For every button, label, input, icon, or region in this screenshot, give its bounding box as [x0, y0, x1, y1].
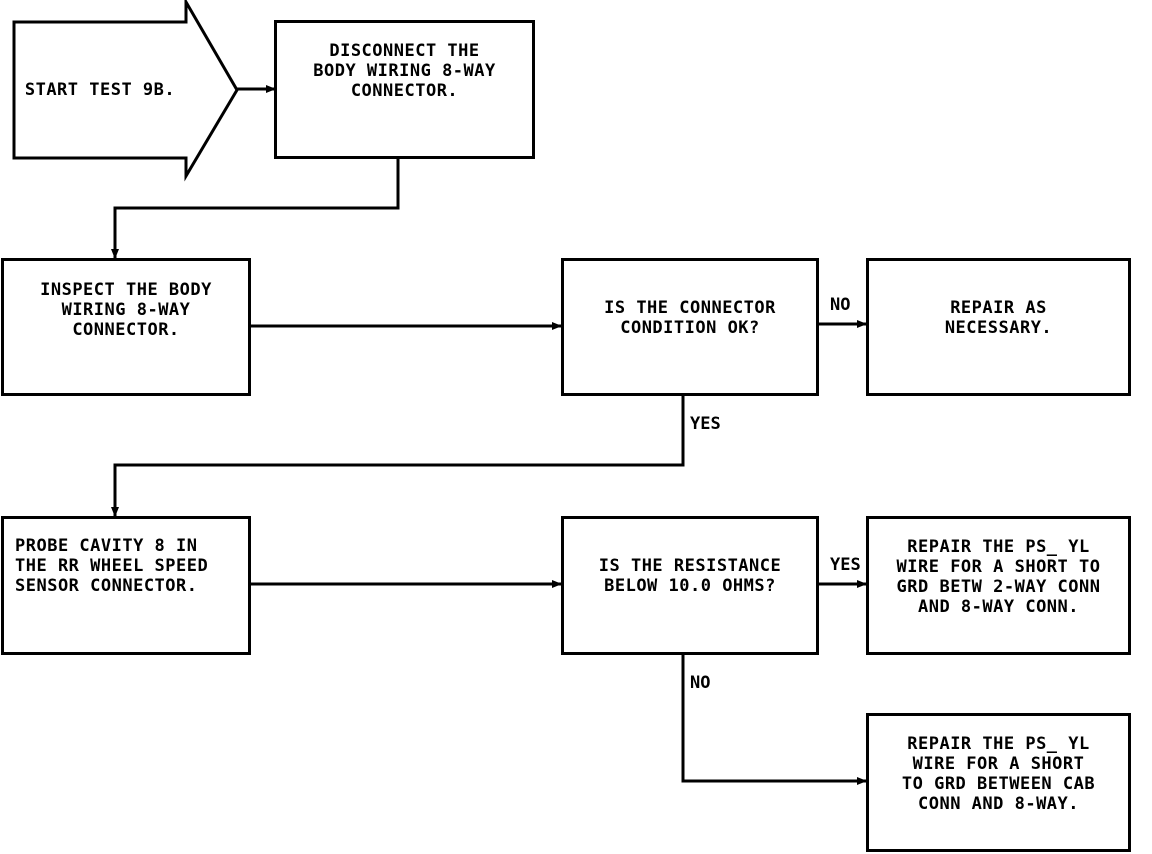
start-arrow-shape [12, 0, 239, 182]
repair-short-between-connectors-label: REPAIR THE PS_ YL WIRE FOR A SHORT TO GR… [896, 537, 1101, 617]
inspect-connector-label: INSPECT THE BODY WIRING 8-WAY CONNECTOR. [40, 280, 212, 340]
repair-short-cab-box: REPAIR THE PS_ YL WIRE FOR A SHORT TO GR… [866, 713, 1131, 852]
resistance-question-label: IS THE RESISTANCE BELOW 10.0 OHMS? [598, 556, 782, 596]
edge-condition-yes [111, 395, 685, 517]
repair-as-necessary-box: REPAIR AS NECESSARY. [866, 258, 1131, 396]
edge-disconnect-to-inspect [111, 158, 400, 259]
connector-condition-question-label: IS THE CONNECTOR CONDITION OK? [604, 298, 776, 338]
repair-as-necessary-label: REPAIR AS NECESSARY. [944, 298, 1053, 338]
condition-yes-label: YES [690, 414, 721, 434]
connector-condition-question-box: IS THE CONNECTOR CONDITION OK? [561, 258, 819, 396]
disconnect-connector-box: DISCONNECT THE BODY WIRING 8-WAY CONNECT… [274, 20, 535, 159]
edge-resistance-no [681, 654, 867, 785]
start-label: START TEST 9B. [24, 80, 176, 100]
repair-short-cab-label: REPAIR THE PS_ YL WIRE FOR A SHORT TO GR… [901, 734, 1096, 814]
inspect-connector-box: INSPECT THE BODY WIRING 8-WAY CONNECTOR. [1, 258, 251, 396]
resistance-yes-label: YES [830, 555, 861, 575]
resistance-question-box: IS THE RESISTANCE BELOW 10.0 OHMS? [561, 516, 819, 655]
disconnect-connector-label: DISCONNECT THE BODY WIRING 8-WAY CONNECT… [313, 41, 496, 101]
probe-cavity-label: PROBE CAVITY 8 IN THE RR WHEEL SPEED SEN… [15, 536, 209, 596]
resistance-no-label: NO [690, 673, 711, 693]
probe-cavity-box: PROBE CAVITY 8 IN THE RR WHEEL SPEED SEN… [1, 516, 251, 655]
condition-no-label: NO [830, 295, 851, 315]
repair-short-between-connectors-box: REPAIR THE PS_ YL WIRE FOR A SHORT TO GR… [866, 516, 1131, 655]
